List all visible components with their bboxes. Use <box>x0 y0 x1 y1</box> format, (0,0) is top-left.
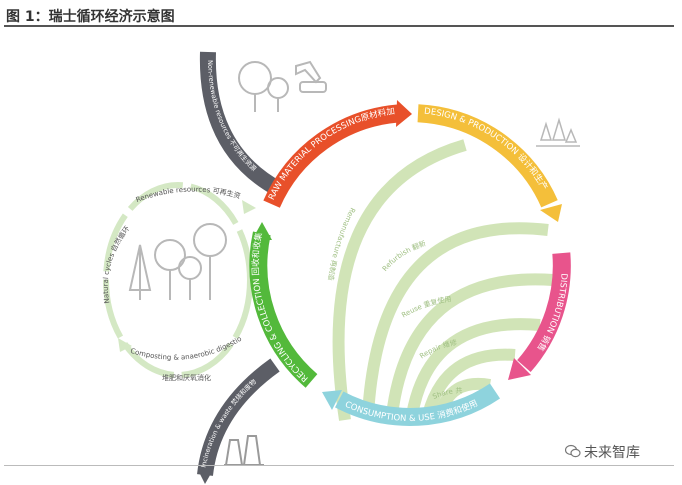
arrowhead <box>252 222 272 240</box>
factory-icon <box>224 435 264 466</box>
raw-material-label: RAW MATERIAL PROCESSING原材料加工 <box>0 0 396 202</box>
arrowhead <box>540 204 562 222</box>
watermark-text: 未来智库 <box>584 445 640 461</box>
inner-loop-arcs <box>332 139 554 421</box>
composting-cn-label: 堆肥和厌氧消化 <box>162 373 211 382</box>
incineration-arrow <box>197 358 280 484</box>
arrowhead <box>396 100 412 127</box>
arrowhead <box>508 358 531 380</box>
top-rule <box>4 25 674 27</box>
arrowhead <box>322 390 342 410</box>
main-cycle <box>252 100 562 417</box>
forest-icon <box>128 223 227 300</box>
forest-small-icon <box>536 117 580 147</box>
bottom-rule <box>4 465 674 466</box>
figure-title: 图 1：瑞士循环经济示意图 <box>6 9 175 25</box>
raw-resources-icon <box>238 60 327 112</box>
wechat-icon <box>565 444 581 458</box>
non-renewable-arrow <box>199 51 284 198</box>
